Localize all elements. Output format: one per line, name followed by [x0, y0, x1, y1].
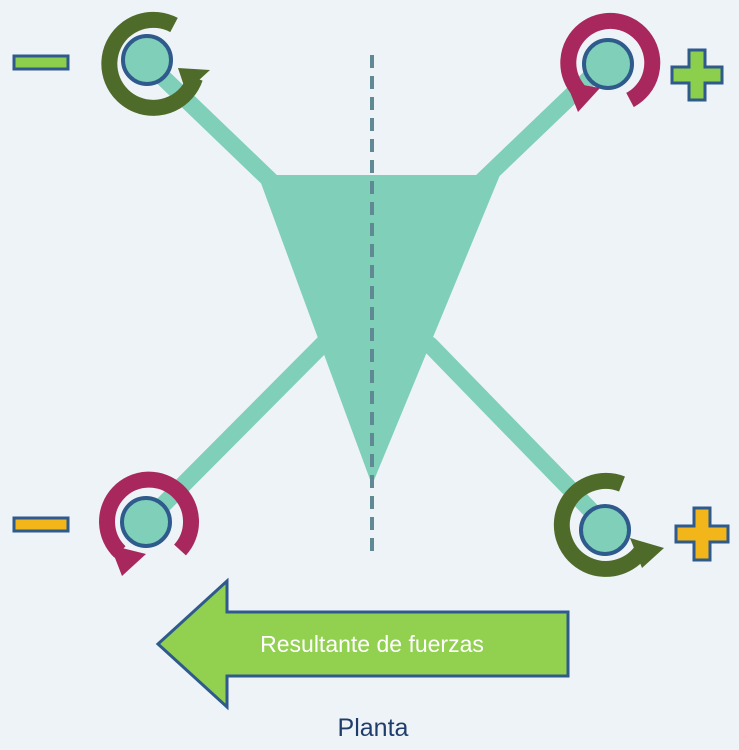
rotor-rear-right	[553, 472, 664, 577]
rotor-front-right	[560, 12, 661, 112]
rotation-arrow-clockwise-icon	[101, 11, 203, 116]
rotor-hub	[121, 34, 173, 86]
arm-front-left	[141, 56, 284, 194]
rotor-rear-left	[99, 471, 200, 576]
minus-sign-icon	[12, 516, 70, 533]
rotor-front-left	[101, 11, 210, 116]
rotor-hub	[579, 504, 631, 556]
caption: Planta	[338, 714, 409, 742]
rotation-arrowhead-icon	[566, 82, 600, 112]
rotor-hub	[120, 496, 172, 548]
rotation-arrowhead-icon	[178, 68, 210, 92]
plus-sign-icon	[674, 506, 730, 562]
rotation-arrow-clockwise-icon	[553, 472, 653, 577]
plus-sign-icon	[670, 48, 724, 102]
arrow-left-icon	[155, 577, 570, 711]
rotation-arrow-counterclockwise-icon	[560, 12, 661, 108]
rotor-hub	[582, 38, 634, 90]
drone-body	[258, 175, 500, 485]
resultant-force-arrow: Resultante de fuerzas	[155, 577, 570, 711]
minus-sign-icon	[12, 54, 70, 71]
rotation-arrowhead-icon	[630, 538, 664, 568]
rotation-arrowhead-icon	[110, 545, 146, 576]
arrow-label: Resultante de fuerzas	[260, 631, 484, 657]
rotation-arrow-counterclockwise-icon	[99, 471, 200, 558]
